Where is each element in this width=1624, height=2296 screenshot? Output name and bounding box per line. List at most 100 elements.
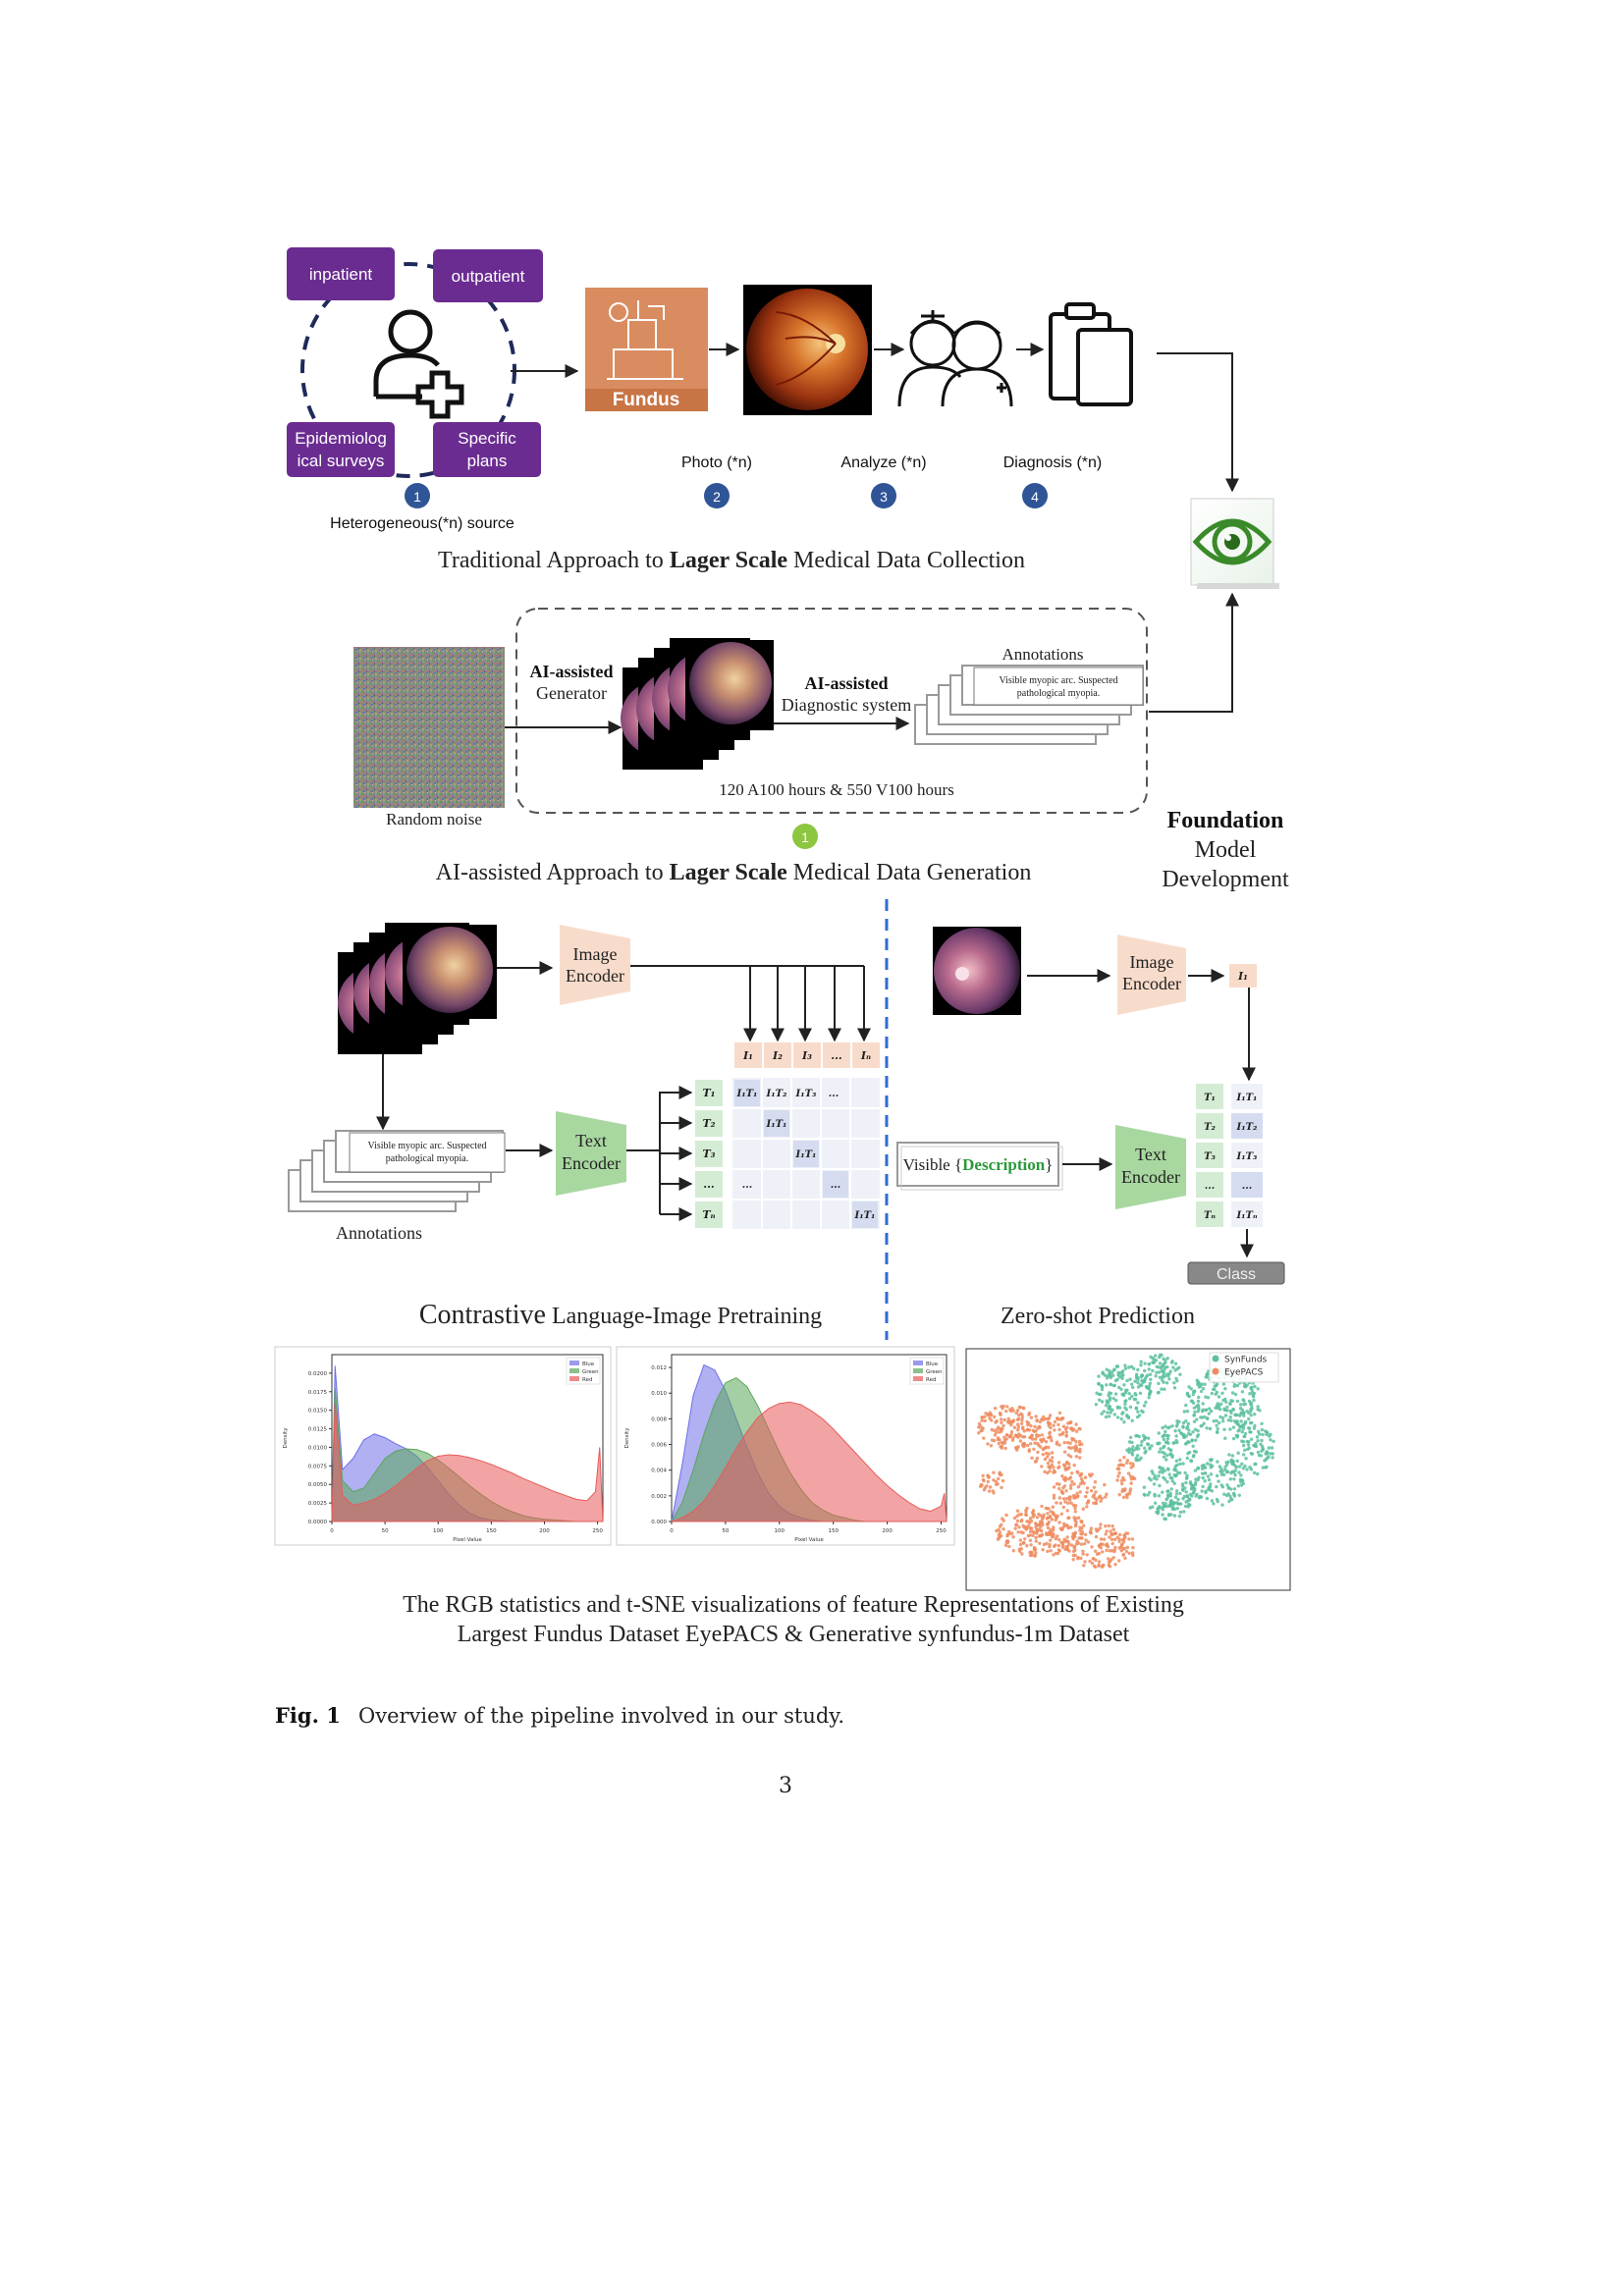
point-synfunds	[1206, 1462, 1210, 1466]
point-synfunds	[1256, 1450, 1261, 1455]
point-synfunds	[1252, 1391, 1257, 1396]
point-synfunds	[1158, 1375, 1163, 1380]
point-synfunds	[1112, 1367, 1117, 1371]
random-noise-label: Random noise	[386, 810, 482, 828]
point-synfunds	[1167, 1472, 1171, 1476]
point-synfunds	[1178, 1372, 1182, 1376]
traditional-section: inpatient outpatient Epidemiolog ical su…	[287, 247, 1133, 573]
point-synfunds	[1242, 1443, 1246, 1448]
cell-r3-c3: I₁T₁	[795, 1149, 817, 1160]
point-synfunds	[1172, 1514, 1177, 1518]
legend-label-red: Red	[926, 1377, 936, 1383]
point-synfunds	[1250, 1388, 1254, 1392]
point-eyepacs	[1116, 1464, 1121, 1468]
point-eyepacs	[1011, 1549, 1016, 1553]
point-synfunds	[1165, 1480, 1169, 1484]
point-synfunds	[1180, 1487, 1185, 1492]
point-synfunds	[1220, 1391, 1224, 1396]
point-synfunds	[1221, 1472, 1226, 1477]
point-synfunds	[1123, 1402, 1127, 1406]
point-eyepacs	[1022, 1541, 1026, 1545]
point-eyepacs	[1005, 1534, 1009, 1538]
step-4-num: 4	[1031, 489, 1039, 505]
point-synfunds	[1127, 1392, 1131, 1396]
point-synfunds	[1149, 1377, 1153, 1382]
point-eyepacs	[1129, 1466, 1133, 1469]
point-eyepacs	[1030, 1553, 1034, 1558]
point-synfunds	[1171, 1365, 1175, 1369]
point-eyepacs	[1085, 1490, 1089, 1495]
point-synfunds	[1196, 1428, 1200, 1433]
point-synfunds	[1245, 1468, 1249, 1471]
point-eyepacs	[997, 1476, 1001, 1481]
point-synfunds	[1243, 1402, 1248, 1407]
zs-visible-description: Visible {Description}	[896, 1142, 1063, 1191]
point-eyepacs	[1064, 1434, 1068, 1438]
point-synfunds	[1204, 1395, 1208, 1399]
point-eyepacs	[1078, 1456, 1082, 1460]
point-eyepacs	[1066, 1516, 1070, 1521]
point-synfunds	[1113, 1392, 1118, 1396]
point-eyepacs	[1062, 1522, 1066, 1526]
tag-epidemiological-surveys: Epidemiolog ical surveys	[287, 422, 395, 477]
point-synfunds	[1141, 1433, 1146, 1438]
point-eyepacs	[1051, 1505, 1056, 1509]
point-eyepacs	[1038, 1541, 1042, 1545]
point-synfunds	[1200, 1382, 1205, 1386]
point-synfunds	[1242, 1411, 1246, 1415]
point-eyepacs	[1011, 1418, 1016, 1422]
point-eyepacs	[1063, 1427, 1068, 1431]
point-eyepacs	[1082, 1564, 1086, 1568]
point-synfunds	[1264, 1452, 1268, 1456]
point-synfunds	[1190, 1399, 1195, 1404]
y-tick-label: 0.000	[651, 1520, 667, 1525]
mid-annotation-line1: Visible myopic arc. Suspected	[999, 675, 1117, 686]
point-synfunds	[1189, 1459, 1194, 1464]
point-synfunds	[1242, 1399, 1246, 1403]
point-synfunds	[1162, 1357, 1165, 1362]
point-synfunds	[1128, 1435, 1133, 1440]
tag-epi-line1: Epidemiolog	[295, 429, 387, 448]
point-eyepacs	[1034, 1415, 1038, 1418]
point-eyepacs	[1016, 1530, 1020, 1534]
point-eyepacs	[1092, 1564, 1097, 1569]
point-synfunds	[1135, 1372, 1139, 1376]
point-eyepacs	[1041, 1548, 1045, 1552]
zs-t-column: T₁ T₂ T₃ ... Tₙ	[1196, 1084, 1223, 1227]
point-synfunds	[1125, 1378, 1129, 1383]
point-eyepacs	[1085, 1501, 1090, 1506]
tsne-legend-label-eyepacs: EyePACS	[1224, 1368, 1264, 1378]
y-tick-label: 0.0000	[308, 1520, 328, 1525]
point-synfunds	[1175, 1422, 1179, 1426]
point-synfunds	[1136, 1454, 1140, 1458]
point-synfunds	[1216, 1406, 1219, 1411]
point-synfunds	[1109, 1407, 1112, 1412]
point-synfunds	[1234, 1465, 1238, 1469]
point-synfunds	[1147, 1362, 1151, 1366]
clip-annotation-line2: pathological myopia.	[386, 1153, 468, 1164]
random-noise-image	[353, 647, 505, 808]
point-synfunds	[1109, 1382, 1113, 1387]
point-eyepacs	[1126, 1471, 1131, 1475]
point-eyepacs	[1056, 1543, 1061, 1548]
point-synfunds	[1242, 1434, 1246, 1439]
point-synfunds	[1109, 1391, 1113, 1396]
point-synfunds	[1187, 1431, 1191, 1436]
point-synfunds	[1165, 1493, 1170, 1497]
point-synfunds	[1130, 1448, 1134, 1452]
point-eyepacs	[1067, 1445, 1071, 1450]
zeroshot-title: Zero-shot Prediction	[1001, 1304, 1195, 1329]
point-synfunds	[1163, 1387, 1166, 1391]
point-synfunds	[1185, 1410, 1190, 1414]
point-eyepacs	[1029, 1442, 1033, 1446]
point-eyepacs	[982, 1436, 986, 1440]
cell-r5-c5: I₁T₁	[854, 1210, 876, 1221]
point-synfunds	[1229, 1487, 1233, 1491]
point-synfunds	[1246, 1443, 1251, 1447]
point-synfunds	[1107, 1415, 1111, 1418]
point-synfunds	[1177, 1419, 1181, 1424]
point-synfunds	[1226, 1418, 1231, 1422]
point-eyepacs	[1031, 1437, 1035, 1441]
point-synfunds	[1161, 1378, 1164, 1382]
legend-swatch-red	[569, 1376, 579, 1381]
